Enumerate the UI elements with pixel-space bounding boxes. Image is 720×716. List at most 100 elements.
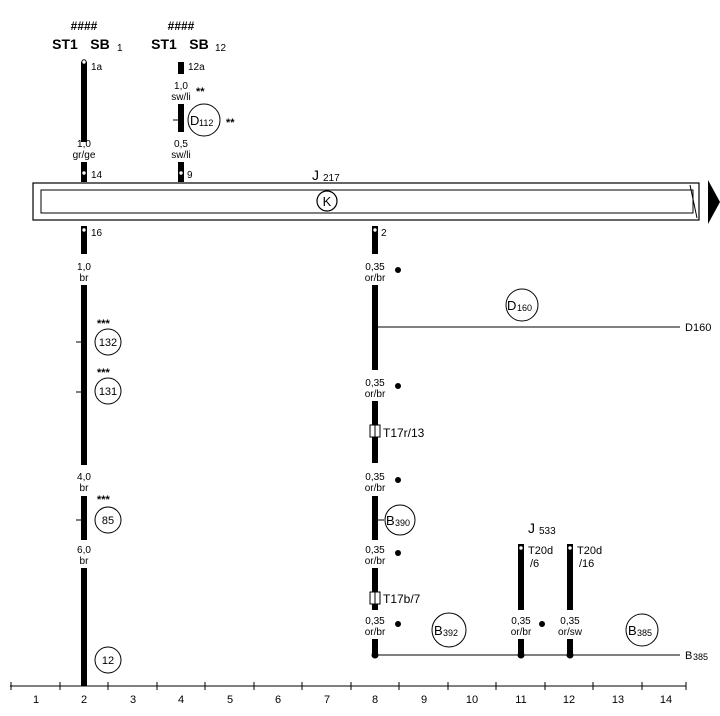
header-1-num: 1 (117, 43, 123, 54)
wire-size-label: 0,5 (174, 139, 188, 150)
exit-label-d160-sub: 160 (693, 322, 711, 334)
pin-label-14: 14 (91, 170, 103, 181)
svg-text:D: D (190, 113, 199, 128)
pin-dot (518, 545, 524, 551)
pin-label-12a: 12a (188, 62, 205, 73)
scale-label: 14 (660, 694, 672, 706)
control-unit-box (32, 182, 700, 221)
svg-text:B: B (628, 623, 637, 638)
star-note: *** (97, 494, 111, 506)
wire-color-label: gr/ge (73, 150, 96, 161)
wire-color-label: or/br (365, 389, 386, 400)
wire-col8-b (372, 285, 378, 370)
star-note: ** (196, 86, 205, 98)
wire-size-label: 0,35 (511, 616, 531, 627)
shield-dot (395, 477, 401, 483)
svg-text:B: B (386, 513, 395, 528)
wire-color-label: sw/li (171, 92, 190, 103)
header-1-mark: #### (71, 19, 98, 33)
wire-col4-stub-a (178, 62, 184, 74)
connector-label-t17b: T17b/7 (383, 592, 421, 606)
exit-label-b385: B (685, 650, 692, 662)
star-note: *** (97, 367, 111, 379)
wire-color-label: br (80, 556, 90, 567)
shield-dot (395, 383, 401, 389)
wire-col2-lower-d (81, 568, 87, 686)
wire-size-label: 1,0 (174, 81, 188, 92)
pin-label-16: 16 (91, 228, 103, 239)
pin-dot (81, 227, 87, 233)
continuation-arrow-icon (708, 180, 720, 224)
pin-dot (81, 170, 87, 176)
circle-label-131: 131 (94, 377, 122, 405)
svg-text:132: 132 (99, 337, 117, 349)
scale-label: 6 (275, 694, 281, 706)
scale-label: 4 (178, 694, 184, 706)
star-note: *** (97, 318, 111, 330)
wire-col8-f (372, 639, 378, 657)
wire-size-label: 0,35 (365, 545, 385, 556)
shield-dot (395, 621, 401, 627)
connector-icon (369, 424, 381, 438)
circle-label-b392: B 392 (431, 612, 467, 648)
header-2-name: ST1 (151, 36, 177, 52)
junction-dot (566, 651, 574, 659)
wire-size-label: 0,35 (560, 616, 580, 627)
svg-text:392: 392 (443, 628, 458, 638)
wire-col8-d (372, 496, 378, 540)
wire-color-label: br (80, 483, 90, 494)
wire-color-label: or/br (365, 483, 386, 494)
scale-label: 9 (421, 694, 427, 706)
svg-text:385: 385 (637, 628, 652, 638)
svg-text:85: 85 (102, 515, 114, 527)
scale-label: 10 (466, 694, 478, 706)
relay-sub: 533 (539, 526, 556, 537)
wire-size-label: 1,0 (77, 139, 91, 150)
exit-label-d160: D (685, 322, 693, 334)
wire-color-label: or/br (365, 556, 386, 567)
pin-dot (567, 545, 573, 551)
circle-label-d112: D 112 (187, 103, 221, 137)
svg-text:390: 390 (395, 518, 410, 528)
svg-text:12: 12 (102, 655, 114, 667)
svg-text:B: B (434, 623, 443, 638)
scale-label: 2 (81, 694, 87, 706)
wire-col2-lower-c (81, 496, 87, 540)
header-1-fuse: SB (90, 36, 109, 52)
circle-label-85: 85 (94, 506, 122, 534)
wire-color-label: or/br (511, 627, 532, 638)
circle-label-12: 12 (94, 646, 122, 674)
scale-label: 11 (515, 694, 526, 706)
wire-col2-upper (81, 62, 87, 142)
svg-text:D: D (507, 298, 516, 313)
component-sub: 217 (323, 173, 340, 184)
wire-col2-lower-b (81, 285, 87, 465)
pin-label-t20d-6: /6 (530, 558, 539, 570)
wire-col12-a (567, 544, 573, 610)
star-note: ** (226, 117, 235, 129)
wire-col8-e (372, 568, 378, 610)
connector-icon (369, 591, 381, 605)
scale-label: 7 (324, 694, 330, 706)
wire-col8-a (372, 226, 378, 254)
relay-name: J (528, 520, 535, 536)
shield-dot (395, 267, 401, 273)
header-2-num: 12 (215, 43, 227, 54)
pin-label-2: 2 (381, 228, 387, 239)
pin-label-t20d: T20d (528, 545, 553, 557)
svg-text:K: K (323, 194, 332, 209)
svg-text:160: 160 (517, 303, 532, 313)
wire-size-label: 0,35 (365, 616, 385, 627)
wire-col2-lower-a (81, 226, 87, 254)
pin-label-9: 9 (187, 170, 193, 181)
scale-label: 3 (130, 694, 136, 706)
wire-color-label: br (80, 273, 90, 284)
scale-label: 8 (372, 694, 378, 706)
svg-text:112: 112 (199, 118, 213, 128)
pin-dot (178, 170, 184, 176)
header-2-fuse: SB (189, 36, 208, 52)
wire-col11-a (518, 544, 524, 610)
circle-label-b390: B 390 (384, 504, 416, 536)
wire-color-label: or/br (365, 273, 386, 284)
